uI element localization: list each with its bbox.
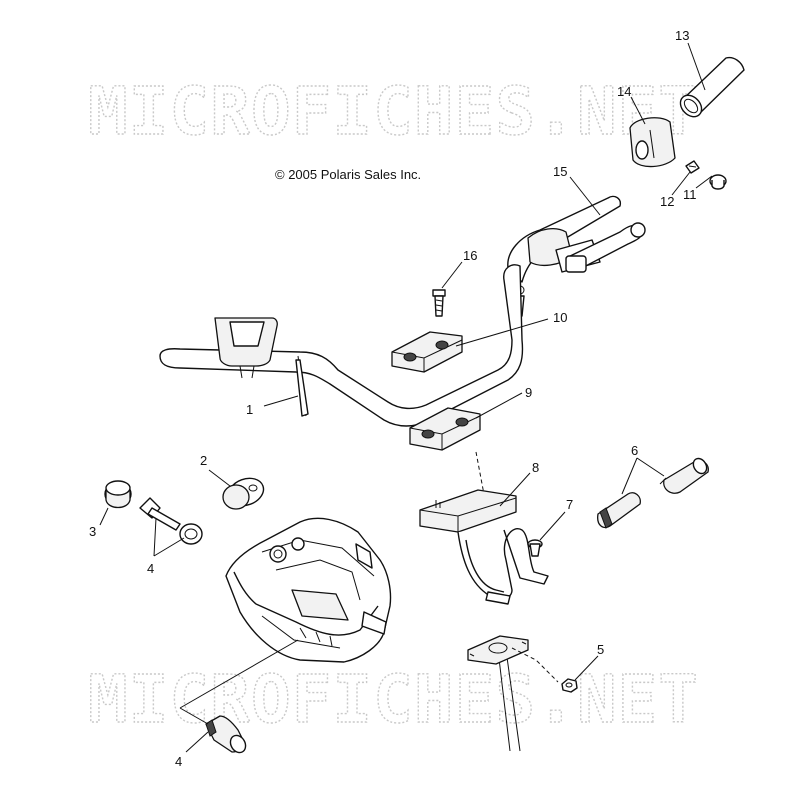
callout-1: 1 [246,402,253,417]
part-12-screw[interactable] [685,160,700,174]
part-8-bracket[interactable] [419,489,549,605]
headlight-pod-housing[interactable] [225,517,392,663]
callout-4-upper: 4 [147,561,154,576]
steering-column-lines [497,649,521,752]
callout-8: 8 [532,460,539,475]
callout-9: 9 [525,385,532,400]
callout-6: 6 [631,443,638,458]
callout-16: 16 [463,248,477,263]
callout-4-lower: 4 [175,754,182,769]
callout-7: 7 [566,497,573,512]
callout-12: 12 [660,194,674,209]
part-15-brake-lever-assembly[interactable] [507,195,646,317]
part-13-grip[interactable] [676,56,745,121]
part-9-lower-clamp[interactable] [409,407,481,451]
part-16-bolt[interactable] [432,289,446,317]
watermark-bottom: MICROFICHES.NET [88,661,699,738]
callout-10: 10 [553,310,567,325]
part-4-ignition-key[interactable] [139,497,203,545]
callout-11: 11 [683,187,697,202]
part-6-switch-assembly[interactable] [597,456,710,529]
part-11-cap[interactable] [709,174,727,190]
part-10-upper-clamp[interactable] [391,331,463,373]
part-7-bolt[interactable] [527,539,543,557]
callout-15: 15 [553,164,567,179]
leader-lines [99,42,713,753]
copyright-notice: © 2005 Polaris Sales Inc. [275,167,421,182]
part-5-nut[interactable] [561,678,578,693]
callout-labels: 13 14 15 12 11 16 10 9 1 8 7 6 2 3 4 5 4 [89,28,697,769]
callout-2: 2 [200,453,207,468]
callout-13: 13 [675,28,689,43]
part-5-plate[interactable] [467,635,529,665]
callout-14: 14 [617,84,631,99]
callout-5: 5 [597,642,604,657]
part-4-ignition-switch[interactable] [205,715,249,755]
watermark-top: MICROFICHES.NET [88,73,699,150]
part-3-cap[interactable] [104,480,132,509]
part-14-throttle-housing[interactable] [629,117,676,168]
part-2-grommet[interactable] [222,474,267,511]
part-1-handlebar[interactable] [159,264,524,427]
callout-3: 3 [89,524,96,539]
